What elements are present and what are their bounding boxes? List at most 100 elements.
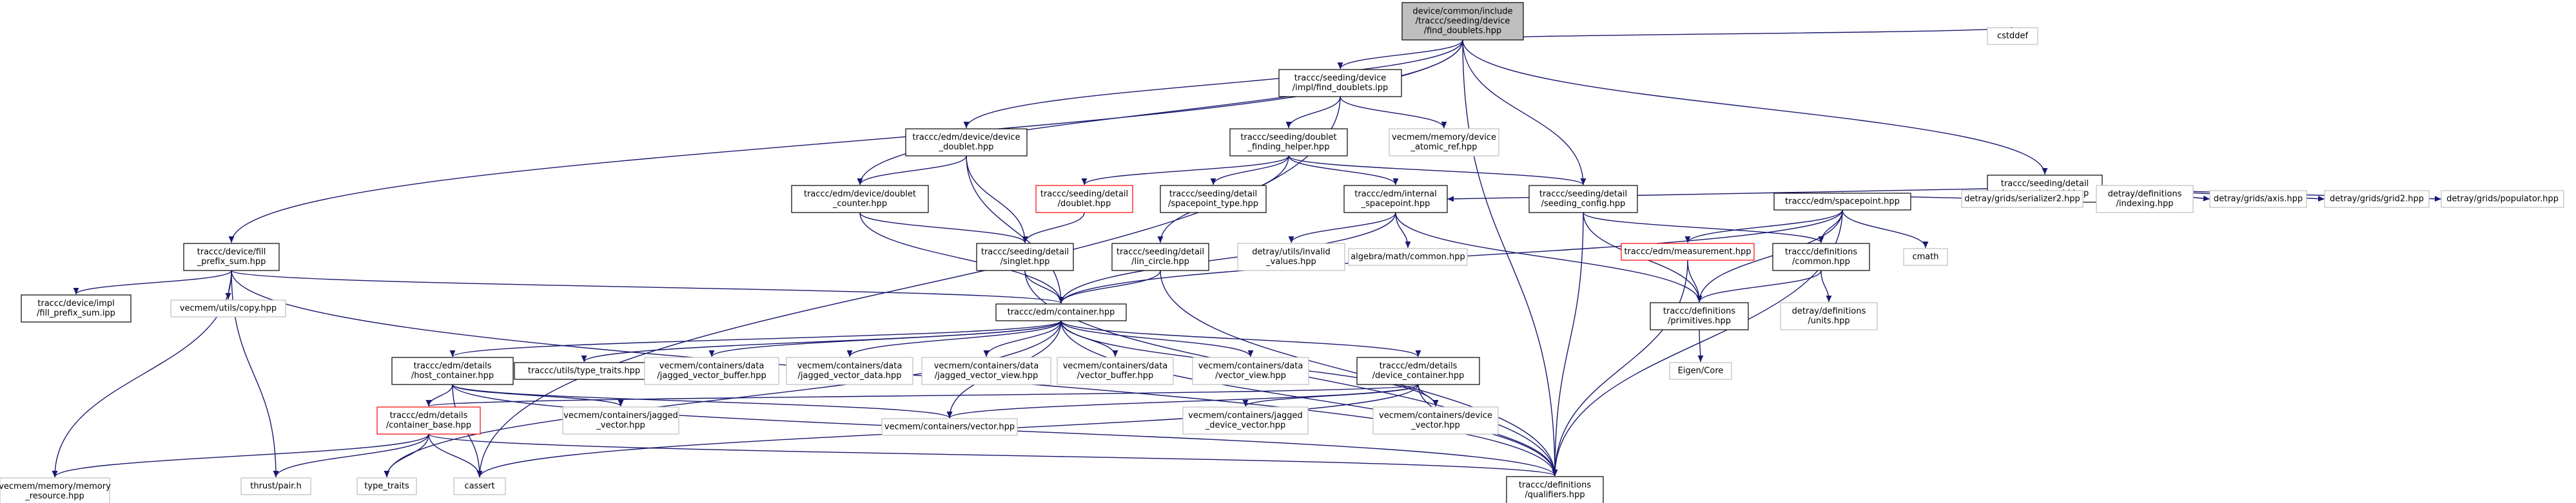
edge-root-seed_cfg [1462,39,1586,185]
node-label-line: /singlet.hpp [1000,257,1050,267]
node-box [791,185,929,213]
node-label-line: detray/definitions [2108,189,2182,199]
edge-root-edm_dev_doublet [963,39,1463,129]
node-label-line: /jagged_vector_buffer.hpp [657,371,766,381]
node-label-line: _device_vector.hpp [1205,421,1286,430]
node-box [644,357,779,385]
node-box [2441,190,2564,208]
node-dev_cont[interactable]: traccc/edm/details/device_container.hpp [1356,357,1480,385]
node-box [1987,27,2038,45]
edge-helper-seed_cfg [1288,155,1586,185]
node-box [905,128,1028,157]
node-label-line: traccc/seeding/detail [1539,189,1627,199]
edge-container-type_traits_t [581,320,1062,363]
node-jvd: vecmem/containers/data/jagged_vector_dat… [786,357,913,385]
node-box [1401,2,1524,41]
node-label-line: vecmem/memory/memory [0,482,111,491]
edge-measurement-qualifiers [1552,260,1688,477]
node-seed_cfg[interactable]: traccc/seeding/detail/seeding_config.hpp [1528,185,1638,213]
node-qualifiers[interactable]: traccc/definitions/qualifiers.hpp [1506,476,1604,503]
node-cont_base[interactable]: traccc/edm/details/container_base.hpp [376,406,481,435]
node-dbl_counter[interactable]: traccc/edm/device/doublet_counter.hpp [791,185,929,213]
node-box [0,477,110,503]
node-box [1389,128,1499,157]
edge-helper-dbl [1081,155,1289,185]
node-host_cont[interactable]: traccc/edm/details/host_container.hpp [391,357,514,385]
node-label-line: /qualifiers.hpp [1525,490,1585,500]
node-label-line: _vector.hpp [596,421,645,430]
node-label-line: traccc/seeding/detail [1117,247,1204,257]
node-root[interactable]: device/common/include/traccc/seeding/dev… [1401,2,1524,41]
edge-internal_sp-container [1058,212,1396,304]
node-label-line: Eigen/Core [1678,366,1724,376]
node-dbl[interactable]: traccc/seeding/detail/doublet.hpp [1035,185,1133,213]
edge-host_cont-jagged_vec [452,384,624,407]
node-label-line: traccc/seeding/doublet [1240,133,1336,142]
node-label-line: detray/grids/serializer2.hpp [1964,195,2080,204]
node-label-line: /spacepoint_type.hpp [1168,199,1258,209]
node-container[interactable]: traccc/edm/container.hpp [995,303,1127,321]
node-mem_res: vecmem/memory/memory_resource.hpp [0,477,111,503]
edge-cont_base-qualifiers [428,433,1557,477]
node-helper[interactable]: traccc/seeding/doublet_finding_helper.hp… [1229,128,1348,157]
node-label-line: traccc/utils/type_traits.hpp [528,366,640,376]
node-label-line: traccc/edm/spacepoint.hpp [1785,197,1900,207]
node-box [514,362,654,380]
node-box [1182,406,1309,435]
edge-edm_dev_doublet-dbl_counter [857,155,967,185]
node-box [376,406,481,435]
node-label-line: vecmem/containers/data [659,361,765,371]
node-impl[interactable]: traccc/seeding/device/impl/find_doublets… [1278,69,1402,97]
edge-fill_prefix-fill_impl [73,270,232,295]
node-label-line: /impl/find_doublets.ipp [1293,83,1389,93]
edge-root-cstddef [1462,26,2015,41]
node-label-line: /traccc/seeding/device [1416,17,1510,26]
node-fill_prefix[interactable]: traccc/device/fill_prefix_sum.hpp [183,243,280,271]
node-label-line: traccc/seeding/detail [1040,189,1128,199]
node-label-line: detray/grids/grid2.hpp [2330,195,2424,204]
edge-dev_cont-cont_base [426,384,1419,407]
node-label-line: traccc/device/fill [197,247,266,257]
edge-seed_cfg-defs_common [1583,212,1824,243]
node-primitives[interactable]: traccc/definitions/primitives.hpp [1650,302,1749,330]
node-jvv: vecmem/containers/data/jagged_vector_vie… [921,357,1051,385]
node-label-line: detray/grids/axis.hpp [2214,195,2303,204]
node-internal_sp[interactable]: traccc/edm/internal_spacepoint.hpp [1343,185,1448,213]
node-box [1356,357,1480,385]
node-cassert: cassert [453,477,506,495]
node-label-line: thrust/pair.h [250,482,302,491]
node-type_traits_t[interactable]: traccc/utils/type_traits.hpp [514,362,654,380]
node-singlet[interactable]: traccc/seeding/detail/singlet.hpp [976,243,1074,271]
node-lin_circle[interactable]: traccc/seeding/detail/lin_circle.hpp [1111,243,1209,271]
edge-host_cont-vec [452,384,953,419]
node-label-line: traccc/edm/measurement.hpp [1624,247,1751,257]
node-box [2096,185,2194,213]
node-box [21,294,132,323]
node-box [1343,185,1448,213]
node-fill_impl[interactable]: traccc/device/impl/fill_prefix_sum.ipp [21,294,132,323]
edge-container-type_traits [384,320,1062,478]
node-box [1772,243,1870,271]
node-algebra: algebra/math/common.hpp [1348,248,1468,266]
edge-lin_circle-container [1058,270,1161,304]
node-box [1057,357,1174,385]
node-box [1506,476,1604,503]
node-box [976,243,1074,271]
node-box [1035,185,1133,213]
node-label-line: /vector_view.hpp [1215,371,1286,381]
node-label-line: /units.hpp [1808,316,1849,326]
node-label-line: /host_container.hpp [411,371,494,381]
node-edm_dev_doublet[interactable]: traccc/edm/device/device_doublet.hpp [905,128,1028,157]
node-sp_type[interactable]: traccc/seeding/detail/spacepoint_type.hp… [1160,185,1267,213]
node-eigen: Eigen/Core [1669,362,1732,380]
edges [52,26,2442,478]
edge-root-qualifiers [1462,39,1558,477]
edge-edm_sp-cmath [1842,209,1929,249]
edge-root-dbl_counter [857,39,1463,185]
node-defs_common[interactable]: traccc/definitions/common.hpp [1772,243,1870,271]
node-edm_sp[interactable]: traccc/edm/spacepoint.hpp [1773,193,1911,211]
node-box [1237,243,1345,271]
node-measurement[interactable]: traccc/edm/measurement.hpp [1621,243,1755,261]
node-box [1650,302,1749,330]
